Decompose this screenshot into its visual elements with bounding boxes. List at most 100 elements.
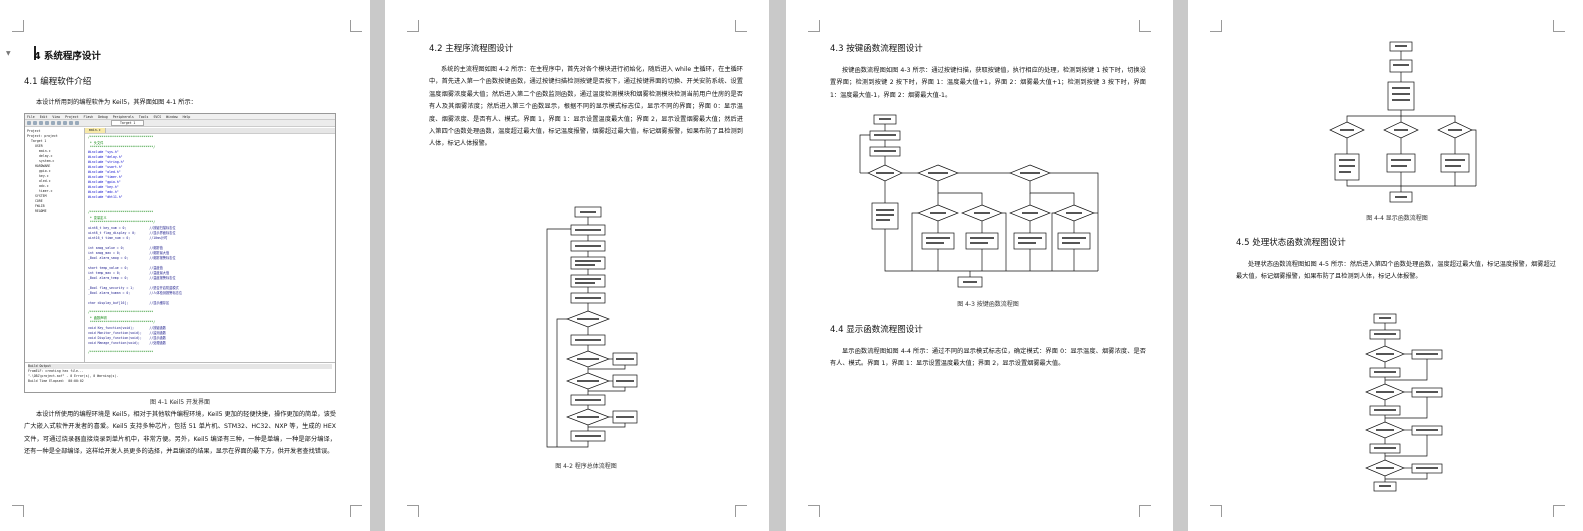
body-paragraph[interactable]: 本设计所使用的编程环境是 Keil5，相对于其他软件编程环境，Keil5 更加的… (24, 411, 336, 456)
ide-tree-item: delay.c (39, 154, 53, 158)
ide-tree-item: SYSTEM (35, 194, 47, 198)
ide-menu-bar: File Edit View Project Flash Debug Peripherals… (25, 114, 335, 120)
ide-code-line: /********************************* (88, 135, 154, 139)
ide-toolbar: Target 1 (25, 120, 335, 127)
ide-menu-item: Window (166, 114, 178, 119)
ide-code-line: #include "usart.h" (88, 165, 123, 169)
ide-code-line: short temp_value = 0; //温度值 (88, 266, 163, 270)
ide-menu-item: SVCS (153, 114, 162, 119)
ide-code-line: * 函数声明 (88, 316, 107, 320)
display-function-flowchart (1326, 40, 1478, 204)
document-page-2: 4.2 主程序流程图设计 系统的主流程图如图 4-2 所示：在主程序中，首先对各… (385, 0, 769, 531)
ide-code-line: _Bool alarm_human = 0; //人体检测报警标志位 (88, 291, 182, 295)
document-page-3: 4.3 按键函数流程图设计 按键函数流程图如图 4-3 所示：通过按键扫描，获取… (786, 0, 1173, 531)
ide-code-line: _Bool flag_security = 1; //是否开启防盗模式 (88, 286, 179, 290)
ide-code-line: int smog_max = 0; //烟雾最大值 (88, 251, 170, 255)
ide-menu-item: File (27, 114, 35, 119)
ide-menu-item: Debug (98, 114, 108, 119)
ide-tree-item: timer.c (39, 189, 53, 193)
ide-tree-item: CORE (35, 199, 43, 203)
ide-tree-item: Target 1 (31, 139, 47, 143)
ide-build-title: Build Output (28, 364, 332, 369)
section-heading[interactable]: 4.4 显示函数流程图设计 (830, 325, 923, 335)
figure-caption[interactable]: 图 4-1 Keil5 开发界面 (149, 399, 210, 406)
ide-menu-item: Peripherals (112, 114, 134, 119)
ide-code-line: /********************************* (88, 310, 154, 314)
ide-code-area: /********************************* * 头文件… (85, 134, 335, 356)
chapter-heading[interactable]: 4 系统程序设计 (34, 51, 101, 62)
ide-target-select: Target 1 (111, 120, 145, 126)
ide-tree-item: USER (35, 144, 43, 148)
ide-editor: main.c /********************************… (85, 128, 335, 362)
ide-code-line: /********************************* (88, 210, 154, 214)
ide-menu-item: Project (65, 114, 79, 119)
ide-code-line: #include "delay.h" (88, 155, 123, 159)
ide-code-line: /********************************* (88, 350, 154, 354)
crop-mark (735, 20, 747, 32)
ide-code-line: #include "gpio.h" (88, 180, 121, 184)
ide-menu-item: Flash (83, 114, 94, 119)
ide-code-line: int smog_value = 0; //烟雾值 (88, 246, 163, 250)
figure-caption[interactable]: 图 4-3 按键函数流程图 (957, 301, 1019, 308)
crop-mark (12, 20, 24, 32)
ide-code-line: #include "dht11.h" (88, 195, 123, 199)
crop-mark (350, 505, 362, 517)
ide-code-line: uint16_t time_num = 0; //10ms计时 (88, 236, 168, 240)
text-cursor (34, 46, 36, 60)
crop-mark (407, 505, 419, 517)
body-paragraph[interactable]: 按键函数流程图如图 4-3 所示：通过按键扫描，获取按键值，执行相应的处理，检测… (830, 67, 1146, 99)
ide-code-line: #include "string.h" (88, 160, 125, 164)
crop-mark (1553, 505, 1565, 517)
ide-tree-item: HARDWARE (35, 164, 51, 168)
crop-mark (1210, 505, 1222, 517)
figure-caption[interactable]: 图 4-2 程序总体流程图 (555, 463, 617, 470)
ide-code-line: *********************************/ (88, 320, 156, 324)
figure-caption[interactable]: 图 4-4 显示函数流程图 (1366, 215, 1428, 222)
ide-code-line: * 变量定义 (88, 216, 107, 220)
ide-tree-item: FWLIB (35, 204, 45, 208)
section-heading[interactable]: 4.3 按键函数流程图设计 (830, 44, 923, 54)
ide-file-tab: main.c (85, 128, 106, 133)
collapse-arrow-icon[interactable]: ▼ (6, 50, 11, 57)
crop-mark (735, 505, 747, 517)
ide-tree-item: system.c (39, 159, 55, 163)
process-state-flowchart (1354, 312, 1446, 492)
ide-build-line: FromELF: creating hex file... (28, 369, 84, 373)
ide-code-line: #include "key.h" (88, 185, 119, 189)
body-paragraph[interactable]: 显示函数流程图如图 4-4 所示：通过不同的显示模式标志位，确定模式：界面 0：… (830, 348, 1146, 368)
ide-code-line: #include "oled.h" (88, 170, 121, 174)
section-heading[interactable]: 4.1 编程软件介绍 (24, 77, 92, 87)
crop-mark (808, 20, 820, 32)
crop-mark (1139, 505, 1151, 517)
ide-tree-item: main.c (39, 149, 51, 153)
body-paragraph[interactable]: 处理状态函数流程图如图 4-5 所示：然后进入第四个函数处理函数，温度超过最大值… (1236, 261, 1556, 281)
body-paragraph[interactable]: 系统的主流程图如图 4-2 所示：在主程序中，首先对各个模块进行初始化，随后进入… (429, 66, 743, 148)
ide-menu-item: Tools (138, 114, 149, 119)
crop-mark (350, 20, 362, 32)
ide-code-line: #include "adc.h" (88, 190, 119, 194)
key-function-flowchart (858, 113, 1102, 291)
section-heading[interactable]: 4.5 处理状态函数流程图设计 (1236, 238, 1346, 248)
ide-code-line: *********************************/ (88, 145, 156, 149)
ide-code-line: * 头文件 (88, 141, 104, 145)
ide-code-line: *********************************/ (88, 220, 156, 224)
document-page-4: 图 4-4 显示函数流程图 4.5 处理状态函数流程图设计 处理状态函数流程图如… (1188, 0, 1583, 531)
ide-menu-item: Edit (39, 114, 48, 119)
ide-tree-item: Project: project (27, 134, 58, 138)
crop-mark (12, 505, 24, 517)
crop-mark (1210, 20, 1222, 32)
ide-code-line: _Bool alarm_smog = 0; //烟雾报警标志位 (88, 256, 176, 260)
ide-tree-item: gpio.c (39, 169, 51, 173)
intro-paragraph[interactable]: 本设计所用到的编程软件为 Keil5，其界面如图 4-1 所示： (36, 99, 197, 106)
ide-menu-item: View (52, 114, 61, 119)
section-heading[interactable]: 4.2 主程序流程图设计 (429, 44, 514, 54)
crop-mark (407, 20, 419, 32)
ide-tree-item: oled.c (39, 179, 51, 183)
ide-code-line: char display_buf[16]; //显示缓存区 (88, 301, 170, 305)
ide-code-line: uint8_t key_num = 0; //按键扫描标志位 (88, 226, 176, 230)
ide-code-line: void Display_function(void); //显示函数 (88, 336, 166, 340)
document-page-1: ▼ 4 系统程序设计 4.1 编程软件介绍 本设计所用到的编程软件为 Keil5… (0, 0, 370, 531)
ide-tree-item: Project (27, 129, 41, 133)
